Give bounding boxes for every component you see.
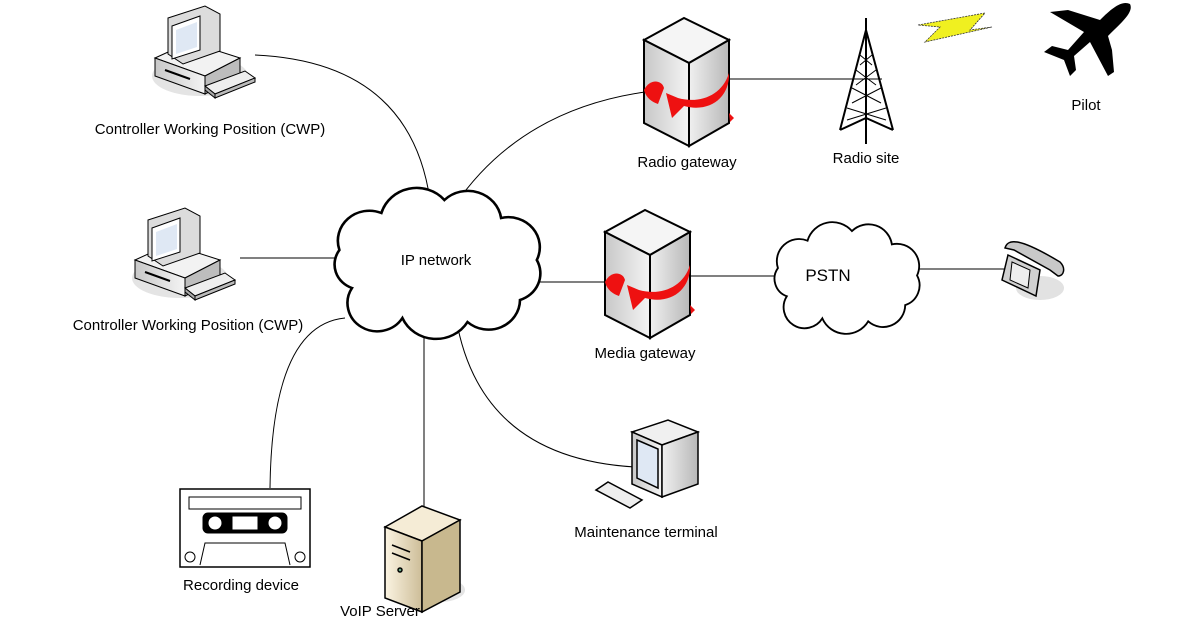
radio-gateway-node[interactable]: Radio gateway (637, 17, 737, 171)
media-gateway-node[interactable]: Media gateway (595, 209, 696, 362)
link-cwp1-ip (254, 54, 431, 201)
server-icon (383, 505, 465, 614)
airplane-icon (1044, 2, 1131, 77)
telephone-icon (1001, 241, 1065, 300)
radio-link-lightning-icon (917, 12, 993, 43)
telephone-node[interactable] (1001, 241, 1065, 300)
radio-site-label: Radio site (833, 150, 900, 167)
radio-gateway-label: Radio gateway (637, 154, 737, 171)
pstn-node[interactable]: PSTN (773, 221, 921, 335)
pstn-label: PSTN (805, 266, 850, 285)
workstation-icon (131, 207, 236, 301)
cassette-icon (179, 488, 311, 568)
workstation-icon (151, 5, 256, 99)
link-radiogw-ip (454, 91, 646, 206)
radio-site-node[interactable]: Radio site (833, 18, 900, 167)
pilot-node[interactable]: Pilot (1044, 2, 1131, 114)
media-gateway-label: Media gateway (595, 345, 696, 362)
gateway-icon (643, 17, 735, 147)
voip-label: VoIP Server (340, 603, 420, 618)
link-ip-recording (269, 317, 346, 489)
recording-node[interactable]: Recording device (179, 488, 311, 594)
link-ip-maintenance (455, 317, 636, 468)
radio-tower-icon (839, 18, 894, 144)
gateway-icon (604, 209, 696, 339)
terminal-icon (594, 419, 701, 509)
ip-network-node[interactable]: IP network (333, 186, 542, 341)
cwp1-label: Controller Working Position (CWP) (95, 121, 326, 138)
ip-network-label: IP network (401, 252, 472, 269)
pilot-label: Pilot (1071, 97, 1101, 114)
maintenance-node[interactable]: Maintenance terminal (574, 419, 718, 541)
recording-label: Recording device (183, 577, 299, 594)
maintenance-label: Maintenance terminal (574, 524, 717, 541)
cwp2-node[interactable]: Controller Working Position (CWP) (73, 207, 304, 334)
links (240, 54, 1008, 507)
cwp2-label: Controller Working Position (CWP) (73, 317, 304, 334)
cwp1-node[interactable]: Controller Working Position (CWP) (95, 5, 326, 138)
voip-node[interactable]: VoIP Server (340, 505, 465, 618)
